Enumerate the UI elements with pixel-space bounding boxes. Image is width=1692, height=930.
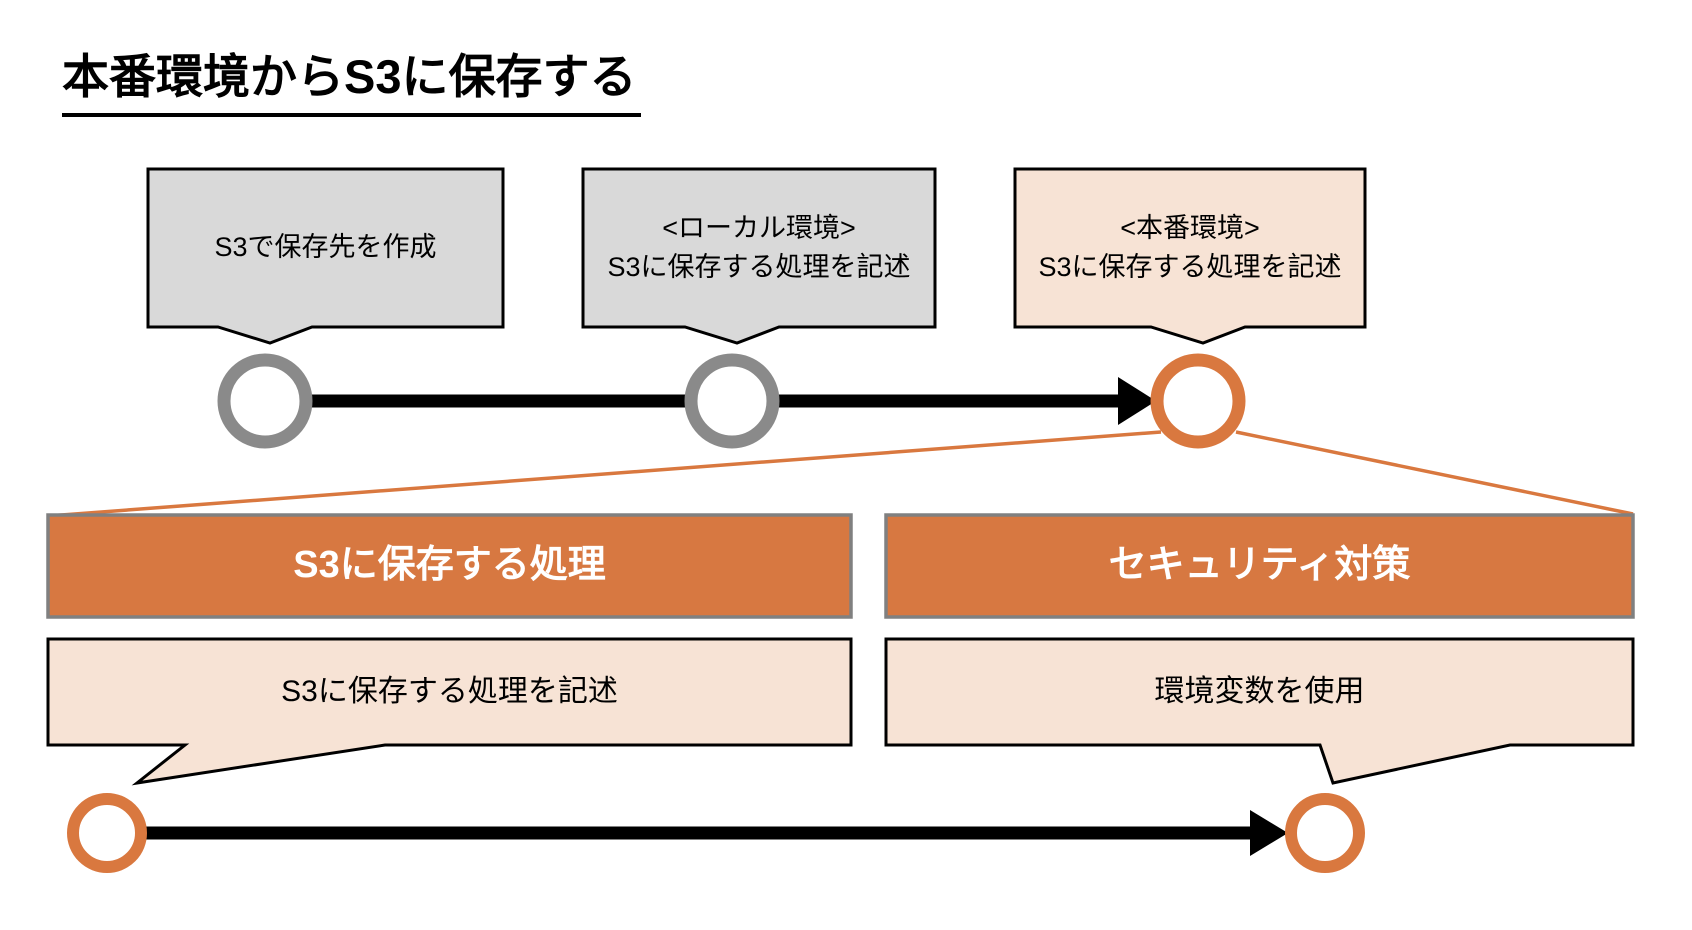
bubble-local-env-title: <ローカル環境> (662, 212, 856, 243)
header-s3-process-text: S3に保存する処理 (293, 544, 606, 587)
bottom-milestone-circle-end (1285, 793, 1365, 873)
zoom-connector-right-line (1235, 430, 1634, 516)
bubble-local-env-label-group: <ローカル環境> S3に保存する処理を記述 (583, 169, 935, 327)
header-security-text: セキュリティ対策 (1108, 544, 1411, 587)
bubble-production-env-label: S3に保存する処理を記述 (1038, 252, 1342, 282)
bubble-create-s3-label-group: S3で保存先を作成 (148, 169, 503, 327)
milestone-circle-3 (1150, 353, 1246, 449)
header-security-label: セキュリティ対策 (886, 515, 1633, 617)
zoom-connector-left-line (47, 430, 1162, 518)
milestone-circle-1 (217, 353, 313, 449)
note-security-label: 環境変数を使用 (886, 639, 1633, 745)
header-s3-process-label: S3に保存する処理 (48, 515, 851, 617)
milestone-circle-2 (684, 353, 780, 449)
header-bar-security (884, 513, 1635, 619)
timeline-top-arrowhead (1118, 377, 1156, 425)
callout-s3-process-note (46, 637, 853, 786)
bubble-local-env (581, 167, 937, 345)
note-security-text: 環境変数を使用 (1154, 675, 1365, 709)
bubble-create-s3 (146, 167, 505, 345)
bubble-production-env-title: <本番環境> (1120, 212, 1260, 243)
timeline-bottom-arrowhead (1250, 810, 1288, 856)
callout-security-note (884, 637, 1635, 785)
note-s3-process-text: S3に保存する処理を記述 (281, 675, 618, 709)
bubble-production-env-label-group: <本番環境> S3に保存する処理を記述 (1015, 169, 1365, 327)
bubble-create-s3-label: S3で保存先を作成 (214, 232, 437, 263)
bubble-production-env (1013, 167, 1367, 345)
header-bar-s3-process (46, 513, 853, 619)
note-s3-process-label: S3に保存する処理を記述 (48, 639, 851, 745)
page-title: 本番環境からS3に保存する (62, 38, 641, 117)
bottom-milestone-circle-start (67, 793, 147, 873)
bubble-local-env-label: S3に保存する処理を記述 (607, 252, 911, 282)
